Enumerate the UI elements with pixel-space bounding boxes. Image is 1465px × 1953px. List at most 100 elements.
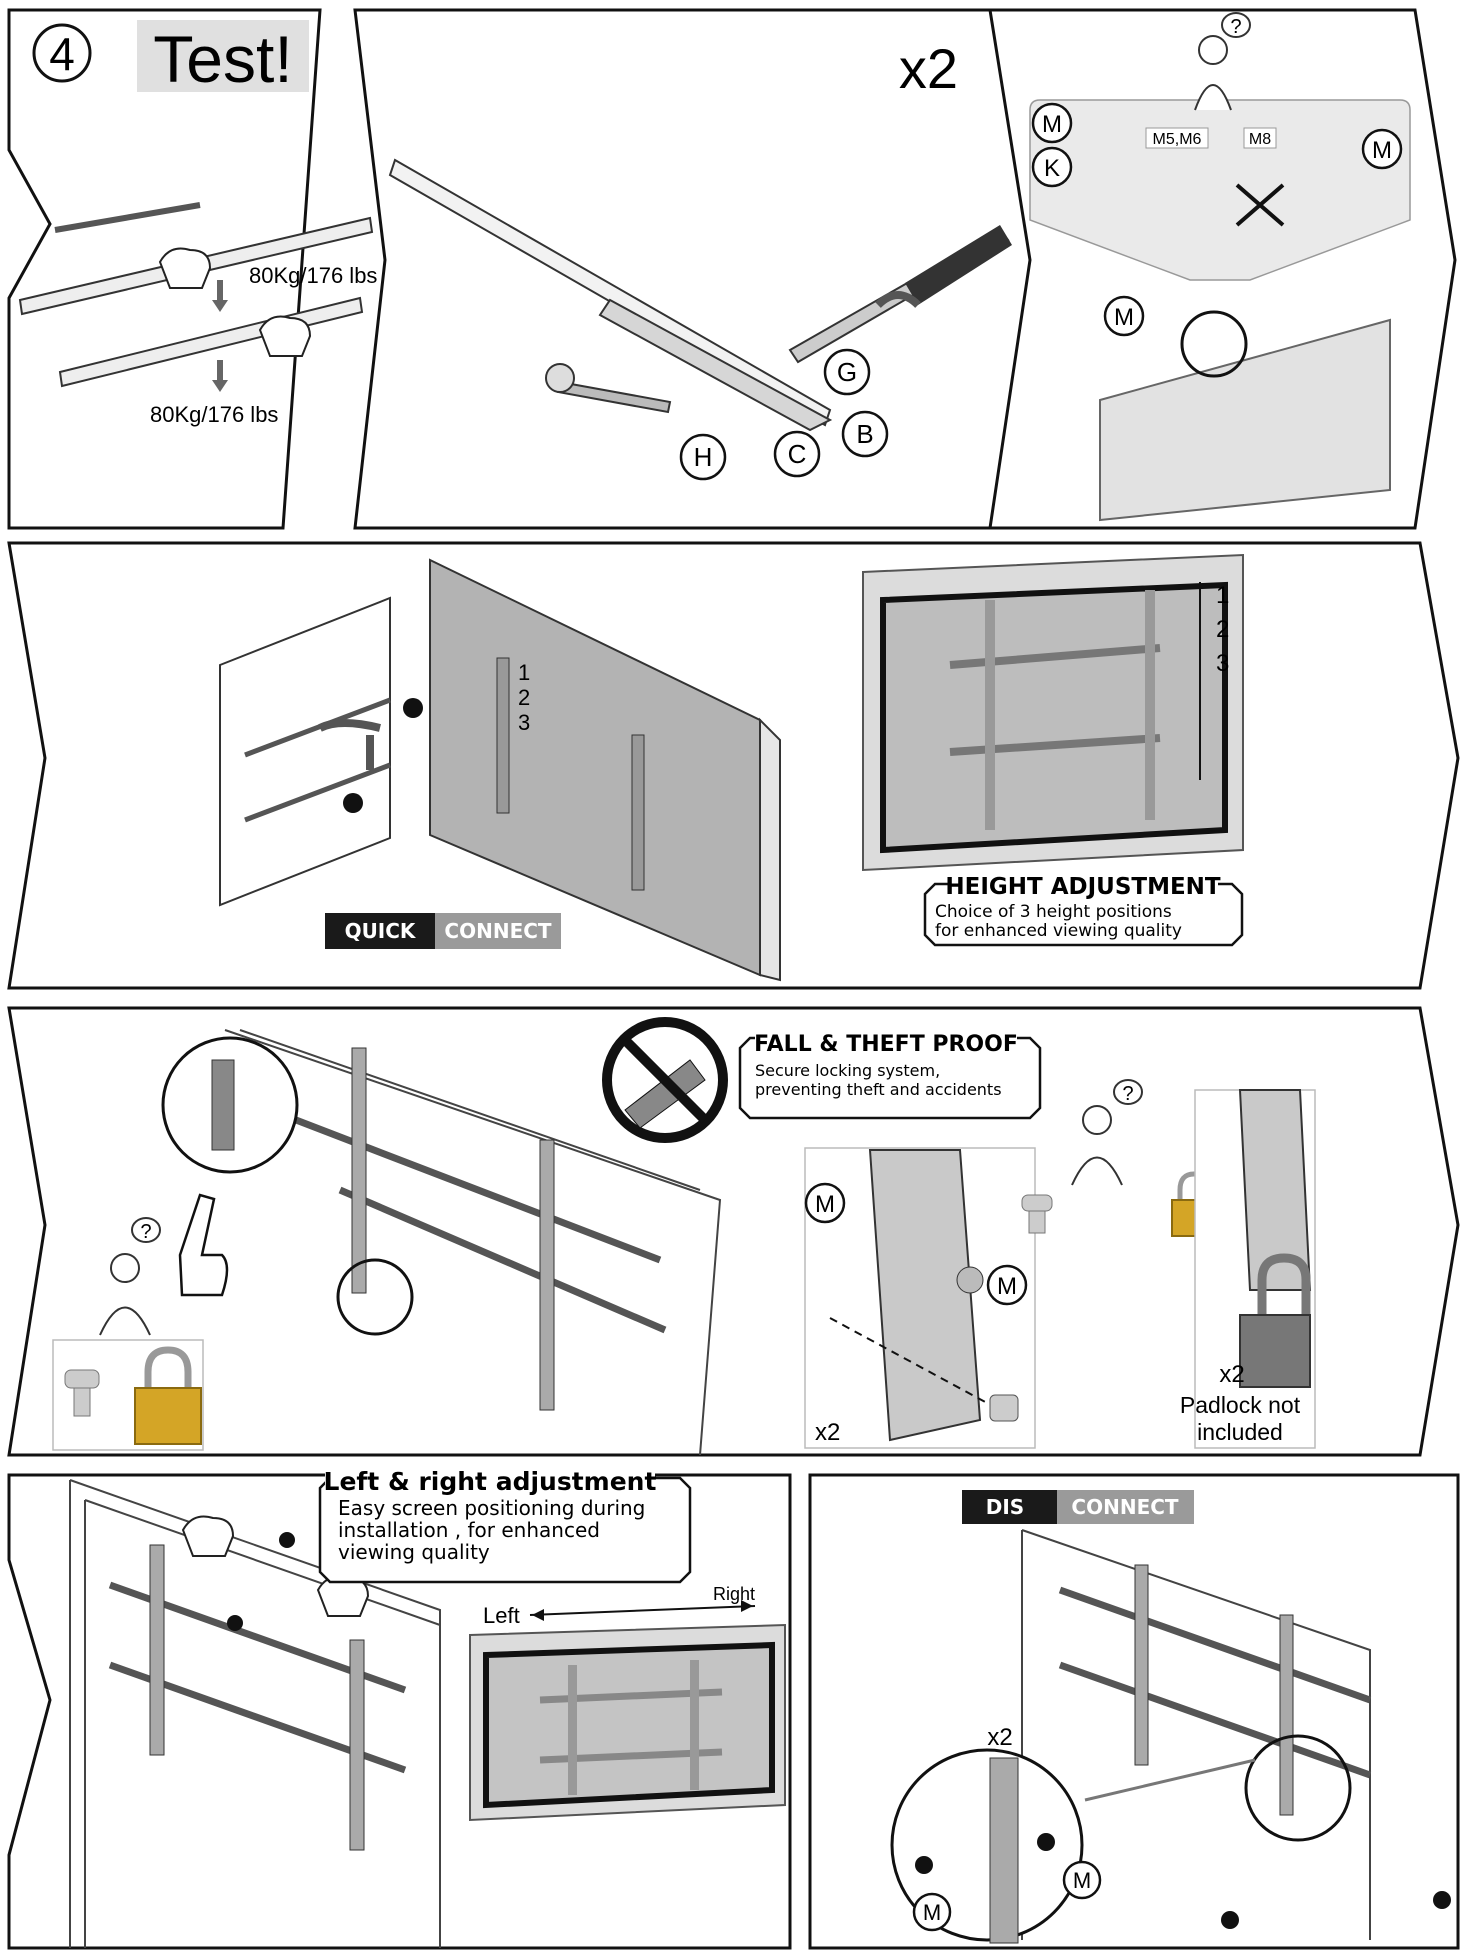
svg-text:G: G <box>837 357 857 387</box>
padlock-note-1: Padlock not <box>1180 1392 1301 1418</box>
screw-label-bg <box>1145 127 1209 149</box>
disconnect-illustration <box>890 1529 1372 1944</box>
svg-text:?: ? <box>1122 1083 1133 1105</box>
svg-text:M: M <box>1372 137 1392 164</box>
padlock-note-2: included <box>1197 1419 1283 1445</box>
svg-text:DIS: DIS <box>986 1495 1024 1519</box>
cross-icon <box>1235 183 1285 227</box>
callout-m: M <box>1062 1860 1102 1900</box>
lr-adjustment-desc-2: installation , for enhanced <box>338 1518 600 1542</box>
step-2-marker <box>1037 1833 1055 1851</box>
fall-theft-desc-1: Secure locking system, <box>755 1061 940 1080</box>
svg-text:M: M <box>1073 1868 1091 1893</box>
height-adjustment-desc-1: Choice of 3 height positions <box>935 902 1172 922</box>
bracket-illustration <box>388 158 1012 432</box>
step-number-circle <box>32 23 92 83</box>
callout-m: M <box>1361 128 1403 170</box>
svg-text:CONNECT: CONNECT <box>444 919 551 943</box>
callout-m: M <box>912 1892 952 1932</box>
svg-text:M: M <box>997 1273 1017 1300</box>
svg-text:M: M <box>1042 111 1062 138</box>
step-4-marker <box>1221 1911 1239 1929</box>
step-2-marker <box>343 793 363 813</box>
height-number-3: 3 <box>518 710 530 735</box>
height-number-2: 2 <box>518 685 530 710</box>
height-position-2: 2 <box>1216 616 1229 643</box>
screen-front-illustration <box>862 553 1244 872</box>
svg-text:?: ? <box>1230 16 1241 38</box>
svg-text:CONNECT: CONNECT <box>1071 1495 1178 1519</box>
panel-left-right-adjustment <box>7 1473 792 1950</box>
quantity-x2: x2 <box>899 37 958 100</box>
wall-screen-illustration <box>219 558 781 982</box>
quantity-x2: x2 <box>1219 1361 1244 1388</box>
quick-connect-logo: QUICK CONNECT <box>325 913 561 949</box>
callout-k: K <box>1031 146 1073 188</box>
step-2-marker <box>279 1532 295 1548</box>
svg-text:C: C <box>788 439 807 469</box>
height-position-3: 3 <box>1216 650 1229 677</box>
screw-label-m8: M8 <box>1249 131 1271 148</box>
svg-text:B: B <box>856 419 873 449</box>
screw-icon <box>64 1369 100 1417</box>
lr-adjustment-title: Left & right adjustment <box>324 1467 657 1496</box>
height-adjustment-title: HEIGHT ADJUSTMENT <box>945 874 1221 900</box>
svg-text:QUICK: QUICK <box>345 919 417 943</box>
thinking-person-icon: ? <box>1071 1079 1143 1186</box>
callout-m: M <box>1031 102 1073 144</box>
screw-icon <box>1021 1194 1053 1234</box>
lr-adjustment-desc-3: viewing quality <box>338 1540 490 1564</box>
screw-label-bg <box>1243 127 1277 149</box>
height-adjustment-desc-2: for enhanced viewing quality <box>935 921 1182 941</box>
height-position-1: 1 <box>1216 582 1229 609</box>
no-fall-icon <box>602 1017 728 1143</box>
pointing-hand-icon <box>178 1193 229 1297</box>
left-label: Left <box>483 1603 520 1628</box>
padlock-bracket-illustration <box>1238 1089 1312 1388</box>
screw-label-m5m6: M5,M6 <box>1153 131 1202 148</box>
fall-theft-title: FALL & THEFT PROOF <box>754 1032 1018 1057</box>
step-1-marker <box>915 1856 933 1874</box>
hand-icon <box>158 247 212 289</box>
svg-text:M: M <box>923 1900 941 1925</box>
height-adjustment-box: HEIGHT ADJUSTMENT Choice of 3 height pos… <box>923 872 1244 947</box>
height-number-1: 1 <box>518 660 530 685</box>
screen-front-illustration <box>469 1623 786 1822</box>
quantity-x2: x2 <box>815 1419 840 1446</box>
step-1-marker <box>403 698 423 718</box>
callout-c: C <box>773 430 821 478</box>
step-title: Test! <box>153 22 292 96</box>
svg-text:K: K <box>1044 155 1060 182</box>
left-right-arrow <box>529 1605 756 1616</box>
rails-screen-illustration <box>161 1029 722 1456</box>
callout-h: H <box>679 433 727 481</box>
rail-illustration <box>18 202 374 392</box>
callout-m: M <box>1103 295 1145 337</box>
screen-rails-illustration <box>69 1479 441 1948</box>
detail-circle <box>1180 310 1248 378</box>
lr-adjustment-desc-1: Easy screen positioning during <box>338 1496 645 1520</box>
lock-bracket-illustration <box>829 1149 1019 1442</box>
padlock-icon <box>134 1346 202 1445</box>
callout-m: M <box>804 1182 846 1224</box>
right-label: Right <box>713 1584 755 1604</box>
quantity-x2: x2 <box>987 1724 1012 1751</box>
disconnect-logo: DIS CONNECT <box>962 1490 1194 1524</box>
fall-theft-desc-2: preventing theft and accidents <box>755 1080 1002 1099</box>
svg-text:M: M <box>1114 304 1134 331</box>
callout-m: M <box>986 1264 1028 1306</box>
rotate-arrow-icon <box>875 291 921 308</box>
step-1-marker <box>227 1615 243 1631</box>
hand-icon <box>258 315 312 357</box>
svg-text:H: H <box>694 442 713 472</box>
weight-label-top: 80Kg/176 lbs <box>249 263 377 288</box>
callout-b: B <box>841 410 889 458</box>
screen-back-illustration <box>1099 318 1391 522</box>
callout-g: G <box>823 348 871 396</box>
fall-theft-proof-box: FALL & THEFT PROOF Secure locking system… <box>738 1028 1042 1120</box>
thinking-person-icon: ? <box>99 1217 161 1336</box>
weight-label-bottom: 80Kg/176 lbs <box>150 402 278 427</box>
svg-text:?: ? <box>140 1221 151 1243</box>
lr-adjustment-box: Left & right adjustment Easy screen posi… <box>318 1464 692 1584</box>
